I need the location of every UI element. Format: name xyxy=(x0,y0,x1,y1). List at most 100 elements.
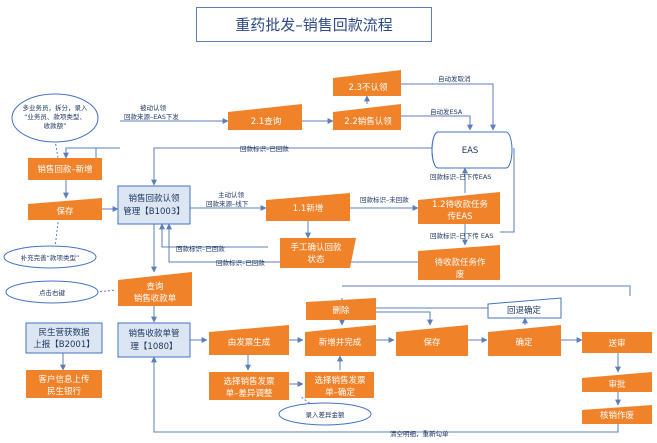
node-1-2-label-b: 传EAS xyxy=(447,211,472,222)
node-verify[interactable] xyxy=(582,405,652,424)
node-1-2-label-a: 1.2待收款任务 xyxy=(432,199,489,210)
label-clear: 清空明细，重新勾单 xyxy=(390,429,449,438)
node-rollback[interactable] xyxy=(487,297,562,319)
edge-mgmt-to-salesadd-a xyxy=(95,147,120,158)
note-diff-shape xyxy=(278,402,372,426)
node-1-1[interactable] xyxy=(266,193,350,221)
node-claim-label-a: 销售回款认领 xyxy=(128,193,180,204)
edge-note-diff xyxy=(299,395,317,409)
node-submit[interactable] xyxy=(582,332,652,353)
edge-reject-to-eas xyxy=(401,83,496,131)
node-sales-add-label: 销售回款–新增 xyxy=(37,164,92,175)
node-manual-label-a: 手工确认回款 xyxy=(290,242,342,253)
node-select2-label-a: 选择销售发票 xyxy=(314,375,366,386)
node-manual-label-b: 状态 xyxy=(307,254,325,265)
node-invoice-gen[interactable] xyxy=(209,325,289,355)
node-claim-mgmt[interactable] xyxy=(117,185,191,225)
node-delete[interactable] xyxy=(306,298,376,320)
label-back-done1: 回款标识–已回款 xyxy=(240,144,289,153)
node-save2[interactable] xyxy=(396,325,468,356)
node-2-1[interactable] xyxy=(228,104,302,130)
node-eas[interactable] xyxy=(431,131,513,169)
node-cust-label-b: 民生银行 xyxy=(47,386,82,397)
edge-claim-to-eas xyxy=(401,115,473,131)
edge-manual-to-mgmt xyxy=(159,223,268,248)
node-verify-label: 核销作废 xyxy=(600,410,635,421)
label-passive-a: 被动认领 xyxy=(140,103,167,112)
node-delete-label: 删除 xyxy=(332,305,350,316)
label-active-b: 回款来源–线下 xyxy=(206,199,249,208)
node-confirm-label: 确定 xyxy=(515,337,533,348)
node-claim-label-b: 管理【B1003】 xyxy=(123,206,184,217)
node-receipt-mgmt[interactable] xyxy=(117,322,191,358)
node-approve-label: 审批 xyxy=(608,379,626,390)
page-title: 重药批发–销售回款流程 xyxy=(196,7,432,42)
node-add-complete[interactable] xyxy=(305,325,376,356)
node-void-label-b: 废 xyxy=(456,269,465,280)
node-ms-label-b: 上报【B2001】 xyxy=(33,339,94,350)
node-submit-label: 送审 xyxy=(608,338,625,349)
label-back-done2: 回款标识–已回款 xyxy=(176,244,225,253)
node-approve[interactable] xyxy=(582,372,652,392)
node-select1[interactable] xyxy=(209,372,289,400)
note-rightclick-shape xyxy=(5,280,99,304)
edge-verify-to-receipt xyxy=(151,356,619,433)
node-select2-label-b: 单–确定 xyxy=(325,387,355,398)
node-void-label-a: 待收款任务作 xyxy=(434,257,486,268)
node-eas-label: EAS xyxy=(462,146,479,156)
edge-top-loop xyxy=(342,285,631,296)
node-query[interactable] xyxy=(118,272,192,306)
label-sent-eas2: 回款标识–已下传 EAS xyxy=(430,231,494,240)
node-confirm[interactable] xyxy=(488,325,561,356)
note-multi-a: 多业务员，拆分，录入 xyxy=(23,103,89,112)
node-texts: 2.1查询 2.2销售认领 2.3不认领 1.1新增 1.2待收款任务 传EAS… xyxy=(37,82,634,421)
node-add-label: 新增并完成 xyxy=(319,337,362,348)
node-query-label-b: 销售收款单 xyxy=(134,293,177,304)
node-2-2-label: 2.2销售认领 xyxy=(344,116,392,127)
note-texts: 多业务员，拆分，录入 “业务员、款项类型、 收款额” 补充完善“款项类型” 点击… xyxy=(21,103,345,419)
label-auto-cancel: 自动发取消 xyxy=(438,74,471,83)
edge-delete-to-save xyxy=(376,311,433,326)
node-receipt-label-b: 理【1080】 xyxy=(130,342,177,352)
label-passive-b: 回款来源–EAS下发 xyxy=(124,112,179,121)
node-cust-upload[interactable] xyxy=(26,370,102,398)
note-multi-b: “业务员、款项类型、 xyxy=(24,112,86,121)
edge-note-rightclick xyxy=(95,289,117,293)
note-multi-shape xyxy=(11,93,99,143)
node-sales-add[interactable] xyxy=(28,158,102,180)
label-back-not: 回款标识–未回款 xyxy=(360,195,409,204)
note-diff-text: 录入差异金额 xyxy=(306,410,346,419)
label-auto-eas: 自动发ESA xyxy=(430,107,463,116)
edge-mgmt-to-salesadd xyxy=(63,147,96,159)
dark-node-texts: 回退确定 EAS 销售回款认领 管理【B1003】 民生营获数据 上报【B200… xyxy=(33,146,541,352)
node-save1[interactable] xyxy=(28,198,102,220)
note-supp-text: 补充完善“款项类型” xyxy=(21,253,80,262)
node-query-label-a: 查询 xyxy=(146,281,163,292)
node-cust-label-a: 客户信息上传 xyxy=(38,374,90,385)
edge-note-supp xyxy=(54,221,59,249)
edge-note-multi xyxy=(54,139,59,159)
node-select1-label-a: 选择销售发票 xyxy=(223,376,275,387)
label-active-a: 主动认领 xyxy=(218,190,245,199)
node-receipt-label-a: 销售收款单管 xyxy=(128,328,179,339)
node-pending-void[interactable] xyxy=(418,245,500,280)
node-select2[interactable] xyxy=(305,372,374,398)
node-2-1-label: 2.1查询 xyxy=(251,116,282,127)
node-save1-label: 保存 xyxy=(56,206,74,217)
node-1-2[interactable] xyxy=(418,192,500,224)
label-sent-eas1: 回款标识–已下传EAS xyxy=(430,172,491,181)
node-ms-upload[interactable] xyxy=(25,322,103,354)
node-ms-label-a: 民生营获数据 xyxy=(38,327,90,338)
node-2-3[interactable] xyxy=(333,70,401,96)
note-shapes xyxy=(3,93,372,426)
node-2-2[interactable] xyxy=(333,104,401,130)
node-save2-label: 保存 xyxy=(423,337,441,348)
note-supp-shape xyxy=(3,245,97,269)
note-rightclick-text: 点击右键 xyxy=(39,288,66,297)
orange-nodes xyxy=(26,70,652,424)
node-manual[interactable] xyxy=(280,238,356,268)
blue-nodes xyxy=(25,185,191,358)
node-rollback-label: 回退确定 xyxy=(507,305,542,316)
